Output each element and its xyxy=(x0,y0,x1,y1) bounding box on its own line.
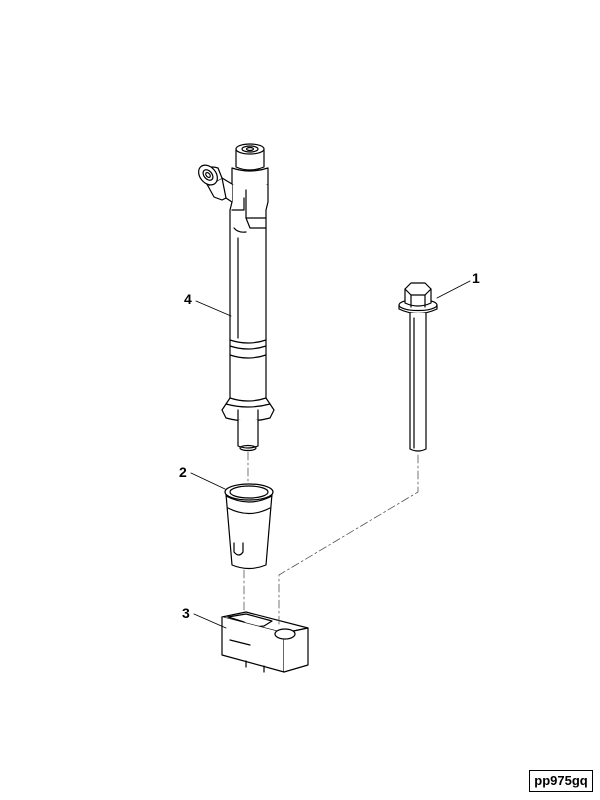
bolt-part xyxy=(398,282,438,452)
leader-line-1 xyxy=(436,280,471,299)
callout-4: 4 xyxy=(184,291,192,307)
leader-line-4 xyxy=(195,300,232,317)
sleeve-part xyxy=(224,483,274,570)
injector-part xyxy=(198,143,275,452)
callout-3: 3 xyxy=(182,605,190,621)
callout-2: 2 xyxy=(179,464,187,480)
assembly-centerlines xyxy=(243,451,419,626)
callout-1: 1 xyxy=(472,270,480,286)
leader-line-3 xyxy=(193,613,227,629)
leader-line-2 xyxy=(190,472,226,490)
clamp-part xyxy=(221,611,309,673)
leader-lines xyxy=(190,280,471,629)
drawing-reference-code: pp975gq xyxy=(529,770,593,792)
